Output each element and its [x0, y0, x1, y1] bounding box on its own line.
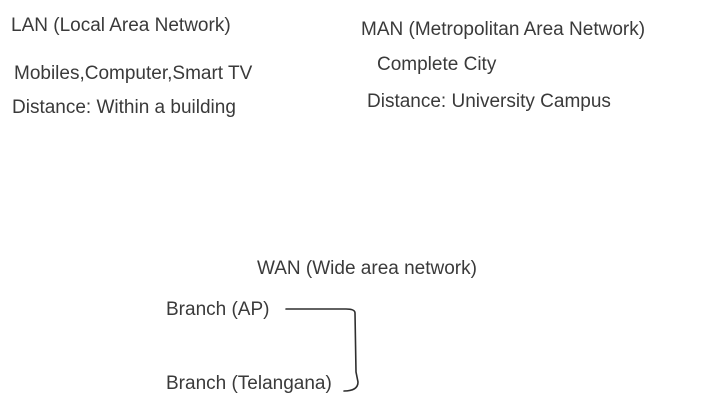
lan-title: LAN (Local Area Network): [11, 15, 231, 36]
wan-branch-ap: Branch (AP): [166, 299, 270, 320]
lan-distance-text: Distance: Within a building: [12, 97, 236, 118]
man-area-text: Complete City: [377, 54, 497, 75]
lan-devices-text: Mobiles,Computer,Smart TV: [14, 63, 253, 84]
man-title: MAN (Metropolitan Area Network): [361, 19, 646, 40]
wan-branch-telangana: Branch (Telangana): [166, 373, 332, 394]
wan-title: WAN (Wide area network): [257, 258, 477, 279]
man-distance-text: Distance: University Campus: [367, 91, 611, 112]
